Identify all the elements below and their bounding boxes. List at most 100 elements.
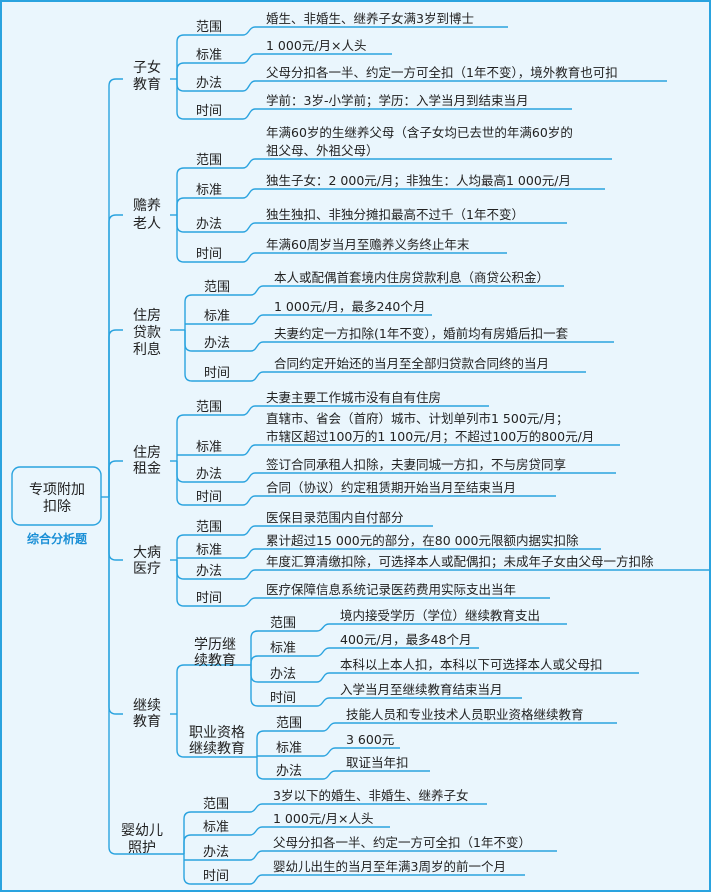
leaf-connector bbox=[185, 314, 432, 325]
leaf-content: 1 000元/月，最多240个月 bbox=[274, 299, 425, 314]
trunk-branch bbox=[108, 214, 123, 497]
leaf-label: 标准 bbox=[204, 309, 230, 324]
leaf-connector bbox=[256, 757, 430, 780]
leaf-content: 本科以上本人扣，本科以下可选择本人或父母扣 bbox=[340, 657, 603, 672]
leaf-content: 夫妻主要工作城市没有自有住房 bbox=[266, 390, 441, 405]
leaf-content: 独生子女：2 000元/月；非独生：人均最高1 000元/月 bbox=[266, 173, 571, 188]
root-tag: 综合分析题 bbox=[27, 531, 88, 546]
leaf-label: 时间 bbox=[270, 691, 296, 706]
leaf-connector bbox=[256, 722, 617, 757]
leaf-label: 办法 bbox=[204, 336, 230, 351]
leaf-content: 医保目录范围内自付部分 bbox=[266, 510, 404, 525]
leaf-connector bbox=[176, 26, 508, 79]
leaf-content: 祖父母、外祖父母） bbox=[266, 143, 379, 158]
leaf-content: 父母分扣各一半、约定一方可全扣（1年不变），境外教育也可扣 bbox=[266, 65, 618, 80]
leaf-connector bbox=[257, 747, 400, 757]
leaf-connector bbox=[183, 854, 525, 885]
leaf-label: 标准 bbox=[196, 440, 222, 455]
leaf-connector bbox=[177, 548, 601, 559]
category-label: 老人 bbox=[133, 216, 161, 232]
leaf-connector bbox=[184, 850, 557, 861]
leaf-connector bbox=[250, 623, 567, 665]
category-label: 医疗 bbox=[133, 561, 161, 577]
leaf-connector bbox=[176, 215, 507, 263]
leaf-label: 范围 bbox=[204, 280, 230, 295]
root-title: 扣除 bbox=[43, 499, 71, 515]
trunk-branch bbox=[108, 497, 123, 561]
leaf-content: 婚生、非婚生、继养子女满3岁到博士 bbox=[266, 11, 474, 26]
category-label: 教育 bbox=[133, 77, 161, 93]
root-node bbox=[11, 466, 102, 526]
leaf-content: 取证当年扣 bbox=[346, 755, 409, 770]
leaf-connector bbox=[176, 188, 605, 215]
category-label: 住房 bbox=[133, 445, 161, 461]
leaf-content: 夫妻约定一方扣除(1年不变），婚前均有房婚后扣一套 bbox=[274, 326, 569, 341]
root-title: 专项附加 bbox=[29, 482, 85, 498]
leaf-label: 办法 bbox=[196, 217, 222, 232]
leaf-connector bbox=[250, 665, 522, 707]
category-label: 教育 bbox=[133, 714, 161, 730]
leaf-content: 合同（协议）约定租赁期开始当月至结束当月 bbox=[266, 480, 516, 495]
leaf-connector bbox=[176, 158, 612, 215]
subcategory-label: 续教育 bbox=[194, 652, 236, 669]
leaf-connector bbox=[176, 560, 550, 607]
leaf-label: 范围 bbox=[270, 616, 296, 631]
sub-branch bbox=[176, 664, 251, 714]
subcategory-label: 学历继 bbox=[194, 637, 236, 653]
trunk-branch bbox=[108, 78, 123, 497]
leaf-content: 本人或配偶首套境内住房贷款利息（商贷公积金） bbox=[274, 270, 549, 285]
category-label: 婴幼儿 bbox=[121, 823, 163, 839]
leaf-connector bbox=[176, 461, 556, 506]
leaf-content: 400元/月，最多48个月 bbox=[340, 632, 471, 647]
leaf-content: 独生独扣、非独分摊扣最高不过千（1年不变） bbox=[266, 207, 524, 222]
leaf-content: 年满60周岁当月至赡养义务终止年末 bbox=[266, 237, 470, 252]
leaf-label: 时间 bbox=[196, 247, 222, 262]
leaf-label: 时间 bbox=[204, 366, 230, 381]
leaf-connector bbox=[177, 444, 620, 456]
leaf-content: 3岁以下的婚生、非婚生、继养子女 bbox=[273, 788, 468, 803]
category-label: 住房 bbox=[133, 308, 161, 324]
leaf-label: 办法 bbox=[196, 564, 222, 579]
category-label: 继续 bbox=[133, 697, 161, 714]
leaf-label: 标准 bbox=[196, 183, 222, 198]
leaf-label: 时间 bbox=[203, 869, 229, 884]
category-label: 利息 bbox=[133, 341, 161, 358]
leaf-connector bbox=[183, 826, 390, 854]
leaf-connector bbox=[176, 405, 489, 461]
leaf-label: 标准 bbox=[270, 641, 296, 656]
leaf-content: 市辖区超过100万的1 100元/月；不超过100万的800元/月 bbox=[266, 429, 594, 444]
trunk-branch bbox=[108, 497, 123, 715]
category-label: 大病 bbox=[133, 545, 161, 561]
leaf-connector bbox=[184, 330, 586, 382]
leaf-connector bbox=[184, 285, 564, 330]
leaf-content: 医疗保障信息系统记录医药费用实际支出当年 bbox=[266, 582, 516, 597]
leaf-label: 时间 bbox=[196, 104, 222, 119]
leaf-label: 标准 bbox=[276, 741, 302, 756]
trunk-branch bbox=[108, 329, 123, 497]
leaf-content: 技能人员和专业技术人员职业资格继续教育 bbox=[346, 707, 584, 722]
leaf-connector bbox=[183, 803, 487, 854]
leaf-content: 3 600元 bbox=[346, 732, 394, 747]
leaf-content: 年度汇算清缴扣除，可选择本人或配偶扣；未成年子女由父母一方扣除 bbox=[266, 554, 654, 569]
leaf-connector bbox=[176, 525, 433, 560]
leaf-label: 办法 bbox=[196, 76, 222, 91]
category-label: 贷款 bbox=[133, 325, 161, 341]
leaf-content: 父母分扣各一半、约定一方可全扣（1年不变） bbox=[273, 835, 531, 850]
leaf-label: 范围 bbox=[276, 716, 302, 731]
leaf-label: 办法 bbox=[203, 845, 229, 860]
leaf-label: 标准 bbox=[203, 820, 229, 835]
leaf-label: 范围 bbox=[196, 153, 222, 168]
leaf-label: 范围 bbox=[203, 797, 229, 812]
leaf-connector bbox=[250, 647, 479, 665]
leaf-content: 直辖市、省会（首府）城市、计划单列市1 500元/月； bbox=[266, 411, 569, 426]
leaf-label: 办法 bbox=[276, 764, 302, 779]
leaf-content: 境内接受学历（学位）继续教育支出 bbox=[340, 608, 540, 623]
leaf-content: 合同约定开始还的当月至全部归贷款合同终的当月 bbox=[274, 356, 549, 371]
leaf-content: 1 000元/月×人头 bbox=[266, 38, 366, 53]
leaf-label: 标准 bbox=[196, 48, 222, 63]
leaf-content: 累计超过15 000元的部分，在80 000元限额内据实扣除 bbox=[266, 533, 579, 548]
leaf-label: 办法 bbox=[270, 667, 296, 682]
category-label: 租金 bbox=[133, 461, 161, 477]
leaf-connector bbox=[176, 79, 572, 120]
